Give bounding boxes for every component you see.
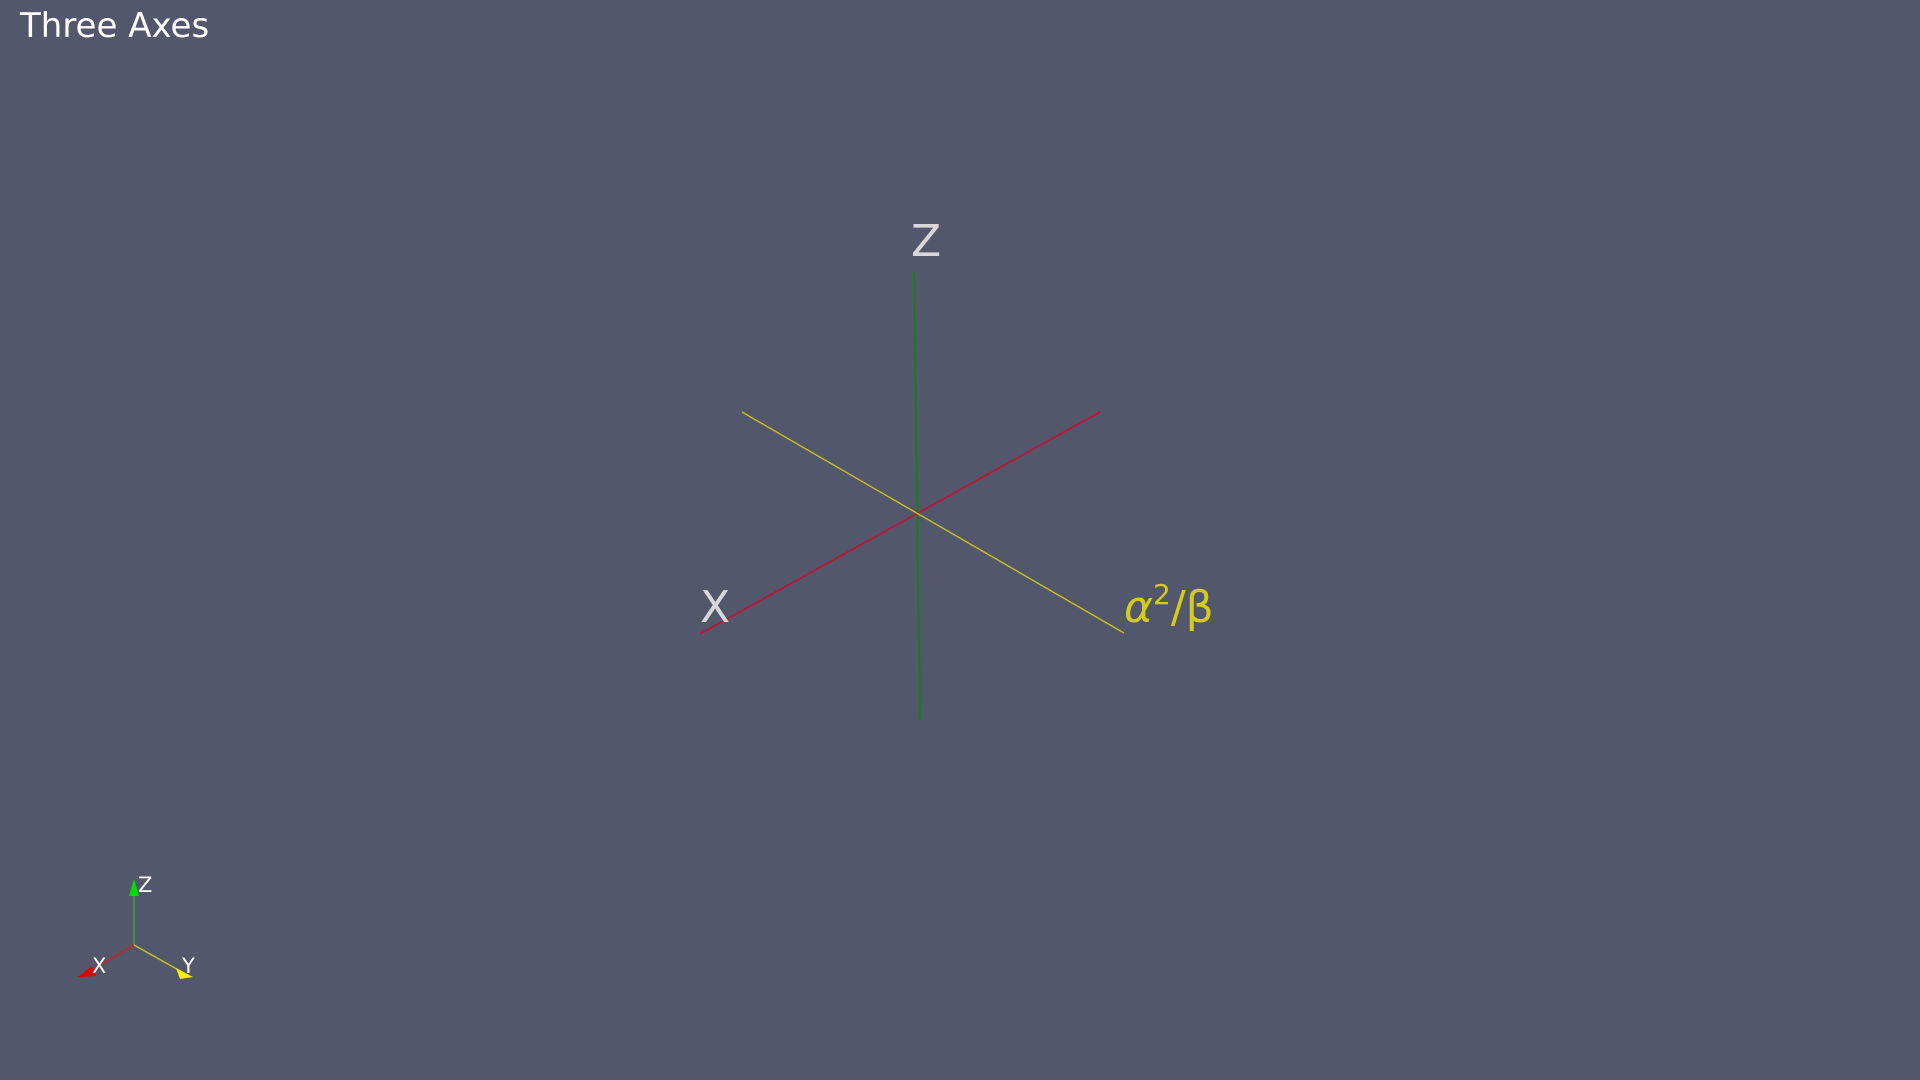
y-axis-label-rest: /β <box>1171 582 1214 633</box>
orientation-y-line <box>133 944 183 973</box>
orientation-widget: Z X Y <box>78 873 195 979</box>
y-axis-line <box>741 411 1125 634</box>
view-title: Three Axes <box>20 6 210 46</box>
orientation-x-line <box>87 944 135 973</box>
y-axis-label: α2/β <box>1124 578 1214 633</box>
y-axis-label-sup: 2 <box>1153 578 1171 611</box>
orientation-y-label: Y <box>181 954 195 978</box>
x-axis-line <box>699 411 1101 635</box>
y-axis-label-base: α <box>1124 582 1153 633</box>
orientation-z-arrow-icon <box>129 879 139 896</box>
orientation-x-arrow-icon <box>78 966 96 977</box>
z-axis-label: Z <box>911 216 941 267</box>
z-axis-line <box>913 271 921 721</box>
orientation-y-arrow-icon <box>176 968 193 979</box>
orientation-x-label: X <box>92 954 106 978</box>
x-axis-label: X <box>700 582 730 633</box>
orientation-z-label: Z <box>138 873 152 897</box>
